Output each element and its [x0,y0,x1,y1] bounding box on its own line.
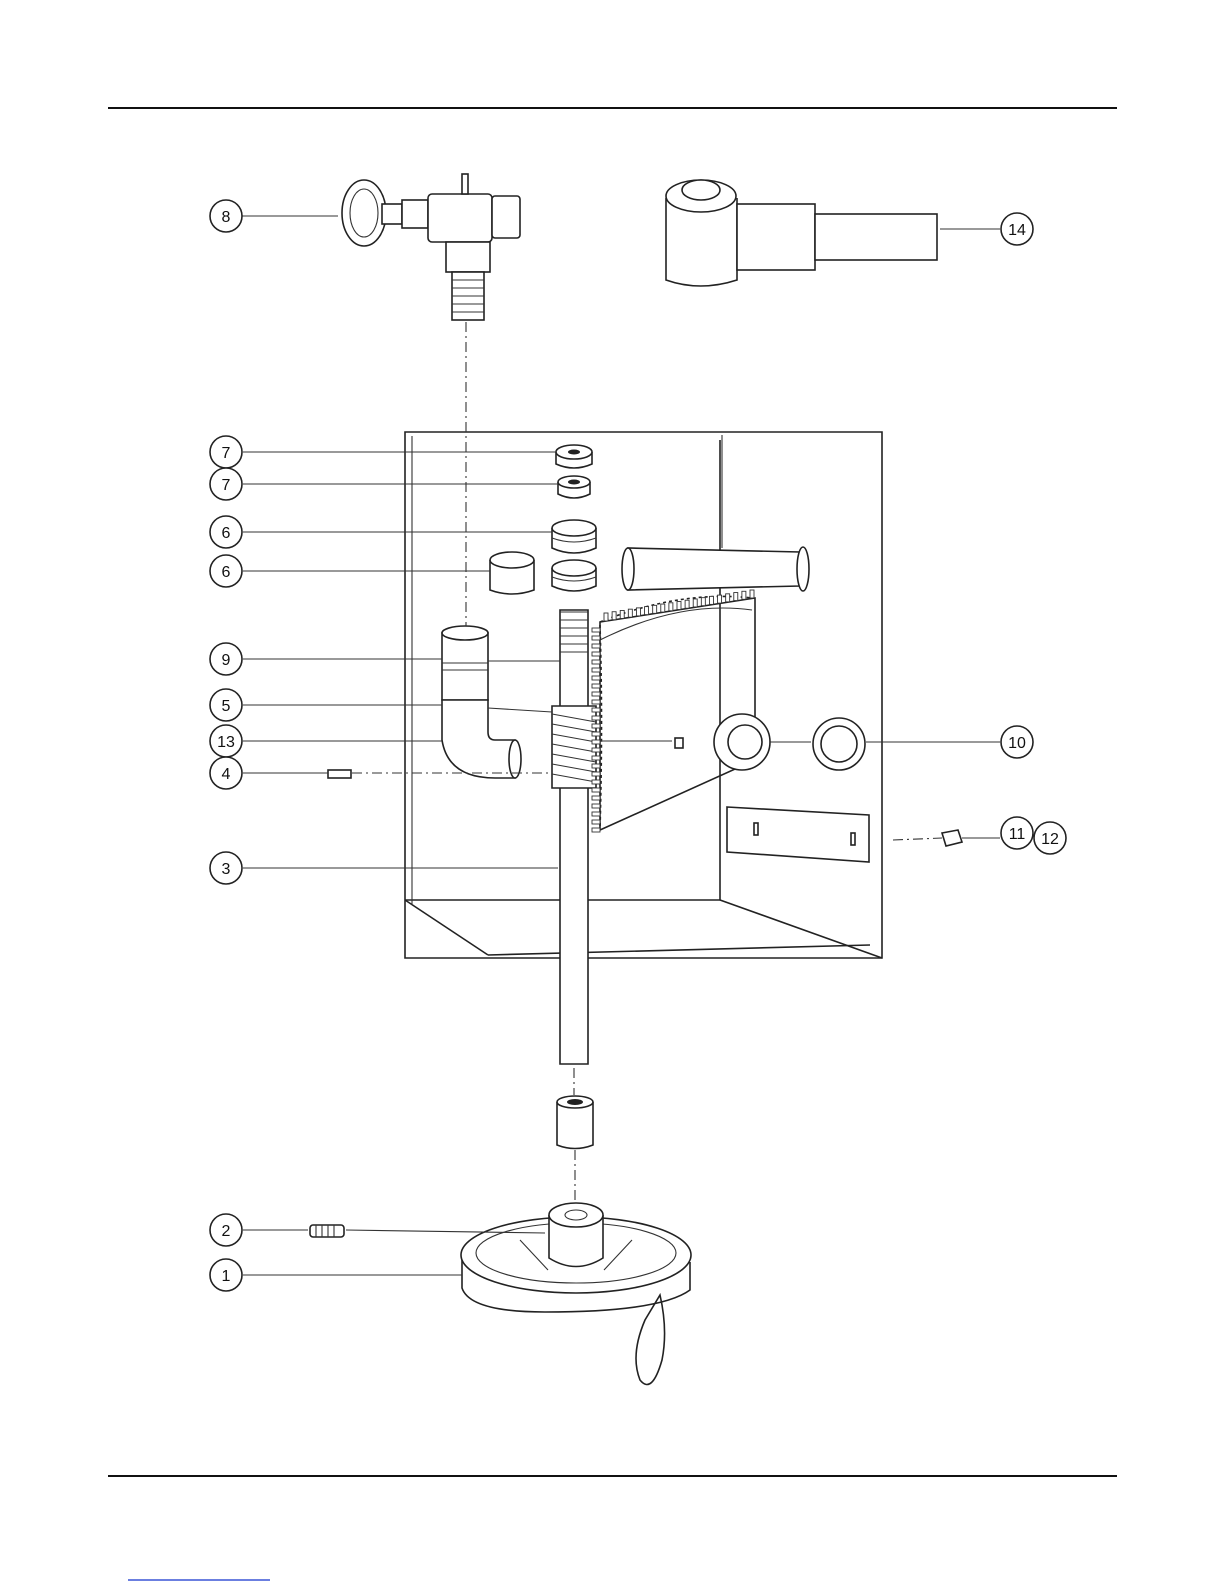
gear-tooth [592,748,600,752]
nuts-and-washers [490,445,596,594]
callout-label: 11 [1009,826,1026,843]
callout-label: 8 [222,209,231,226]
gear-tooth [645,607,649,615]
callout-label: 5 [222,698,231,715]
gear-tooth [592,668,600,672]
gear-tooth [612,612,616,620]
leader-lines [242,216,1000,1275]
gear-tooth [693,599,697,607]
callout-label: 7 [222,445,231,462]
handwheel [461,1203,691,1385]
gear-tooth [592,820,600,824]
callout-label: 13 [217,734,235,751]
gear-tooth [592,676,600,680]
callout-6-top: 6 [210,516,242,548]
callout-label: 4 [222,766,231,783]
callout-label: 1 [222,1268,231,1285]
gear-tooth [592,644,600,648]
gear-tooth [701,598,705,606]
callout-label: 14 [1008,222,1026,239]
gear-tooth [742,591,746,599]
callout-label: 12 [1041,831,1059,848]
elbow-housing [666,180,937,286]
mounting-plate [727,807,962,862]
callout-label: 9 [222,652,231,669]
gear-tooth [709,596,713,604]
set-screw [310,1225,344,1237]
sector-gear [600,596,755,830]
callout-8: 8 [210,200,242,232]
gear-tooth [592,660,600,664]
callout-1: 1 [210,1259,242,1291]
gear-tooth [592,812,600,816]
main-shaft [552,610,596,1064]
gear-tooth [718,595,722,603]
gear-tooth [653,605,657,613]
guide-tube [622,435,809,591]
gear-tooth [592,692,600,696]
callout-label: 10 [1008,735,1026,752]
callout-label: 3 [222,861,231,878]
gear-tooth [592,732,600,736]
callout-label: 6 [222,525,231,542]
gear-tooth [592,700,600,704]
gear-tooth [592,740,600,744]
callout-5: 5 [210,689,242,721]
callout-3: 3 [210,852,242,884]
callout-4: 4 [210,757,242,789]
gear-tooth [685,600,689,608]
gear-tooth [592,628,600,632]
valve-assembly [342,174,520,320]
elbow-pipe [442,626,521,778]
shaft-bushing [557,1096,593,1149]
gear-tooth [592,788,600,792]
gear-tooth [592,708,600,712]
callout-label: 2 [222,1223,231,1240]
gear-tooth [669,603,673,611]
gear-tooth [734,593,738,601]
callout-6-bottom: 6 [210,555,242,587]
gear-tooth [636,608,640,616]
callout-label: 6 [222,564,231,581]
gear-tooth [592,796,600,800]
gear-tooth [592,764,600,768]
callout-11: 11 [1001,817,1033,849]
callout-7-bottom: 7 [210,468,242,500]
gear-tooth [661,604,665,612]
key-part [328,770,351,778]
gear-tooth [726,594,730,602]
gear-tooth [604,613,608,621]
callout-12: 12 [1034,822,1066,854]
gear-tooth [592,636,600,640]
callout-13: 13 [210,725,242,757]
callout-10: 10 [1001,726,1033,758]
callout-2: 2 [210,1214,242,1246]
callout-label: 7 [222,477,231,494]
gear-tooth [592,828,600,832]
callout-7-top: 7 [210,436,242,468]
gear-tooth [677,602,681,610]
gear-tooth [592,716,600,720]
gear-tooth [620,610,624,618]
gear-tooth [592,804,600,808]
callout-14: 14 [1001,213,1033,245]
gear-tooth [592,724,600,728]
gear-tooth [592,756,600,760]
gear-tooth [592,772,600,776]
gear-tooth [592,652,600,656]
callout-9: 9 [210,643,242,675]
gear-tooth [592,684,600,688]
gear-tooth [592,780,600,784]
gear-tooth [628,609,632,617]
gear-tooth [750,590,754,598]
gear-teeth [592,590,754,832]
